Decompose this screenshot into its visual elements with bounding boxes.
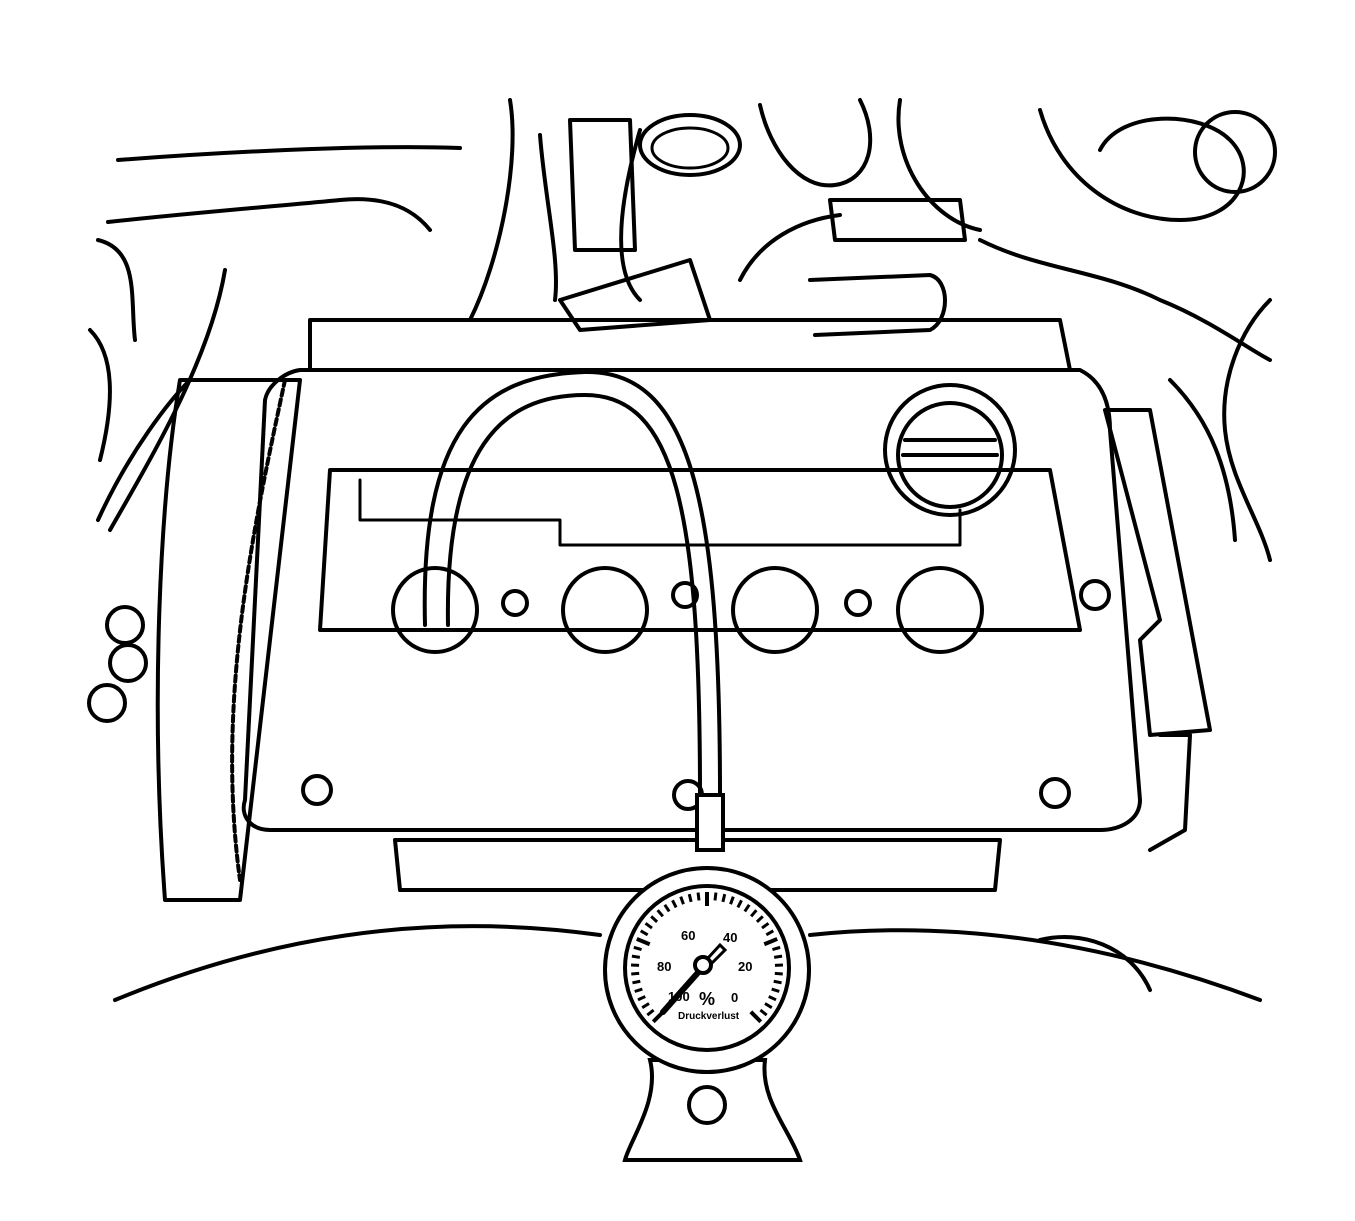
gauge-tick bbox=[729, 896, 735, 905]
valve-cover bbox=[241, 318, 1142, 832]
gauge-tick bbox=[631, 971, 640, 976]
gauge-tick bbox=[639, 929, 649, 937]
gauge-tick bbox=[634, 987, 643, 993]
gauge-label-80: 80 bbox=[657, 959, 671, 974]
gauge-tick bbox=[713, 892, 718, 901]
gauge-tick bbox=[644, 922, 653, 930]
gauge-tick bbox=[772, 945, 781, 951]
gauge-tick bbox=[650, 915, 659, 923]
gauge-tick bbox=[721, 893, 727, 903]
gauge-face bbox=[623, 884, 791, 1052]
gauge-label-60: 60 bbox=[681, 928, 695, 943]
gauge-tick bbox=[636, 937, 651, 947]
lower-engine bbox=[113, 838, 1262, 1002]
gauge-tick bbox=[743, 903, 751, 913]
gauge-tick bbox=[759, 1008, 768, 1017]
gauge-needle bbox=[660, 942, 728, 1015]
gauge-tick bbox=[641, 1002, 650, 1009]
gauge-label-40: 40 bbox=[723, 930, 737, 945]
gauge-handle-hole bbox=[687, 1085, 727, 1125]
gauge-tick bbox=[773, 979, 782, 985]
gauge-tick bbox=[663, 903, 671, 913]
gauge-tick bbox=[671, 899, 678, 909]
gauge-tick bbox=[679, 896, 685, 905]
gauge-tick bbox=[656, 909, 664, 918]
gauge-tick bbox=[764, 1002, 773, 1009]
gauge-tick bbox=[774, 971, 783, 976]
gauge-tick bbox=[773, 954, 783, 959]
gauge-tick bbox=[631, 954, 641, 959]
gauge-tick bbox=[646, 1008, 655, 1017]
gauge-tick bbox=[761, 922, 770, 930]
gauge-tick bbox=[763, 937, 778, 947]
pressure-hose bbox=[422, 369, 725, 852]
gauge-ticks bbox=[630, 892, 784, 1024]
background-hoses bbox=[88, 98, 1277, 562]
gauge-tick bbox=[765, 929, 775, 937]
gauge-tick bbox=[768, 995, 777, 1002]
coil-openings bbox=[391, 566, 984, 654]
oil-filler-cap bbox=[883, 383, 1017, 517]
gauge-tick bbox=[696, 892, 701, 901]
hose-connector bbox=[695, 793, 725, 852]
gauge-tick bbox=[632, 979, 641, 985]
gauge-tick bbox=[750, 909, 758, 918]
gauge-tick bbox=[687, 893, 693, 903]
timing-belt-cover bbox=[87, 378, 302, 902]
gauge-label-0: 0 bbox=[731, 990, 738, 1005]
gauge-tick bbox=[755, 915, 764, 923]
gauge-tick bbox=[637, 995, 646, 1002]
cover-bolts bbox=[301, 579, 1111, 811]
gauge-caption: Druckverlust bbox=[678, 1011, 740, 1022]
gauge-unit: % bbox=[699, 989, 715, 1009]
gauge-handle bbox=[622, 1058, 803, 1162]
gauge-tick bbox=[736, 899, 743, 909]
gauge-tick bbox=[633, 945, 642, 951]
gauge-tick bbox=[749, 1010, 763, 1024]
gauge-tick bbox=[771, 987, 780, 993]
leakdown-gauge: 60 40 80 20 100 % 0 Druckverlust bbox=[603, 866, 811, 1162]
gauge-label-20: 20 bbox=[738, 959, 752, 974]
right-bracket bbox=[1103, 408, 1212, 852]
